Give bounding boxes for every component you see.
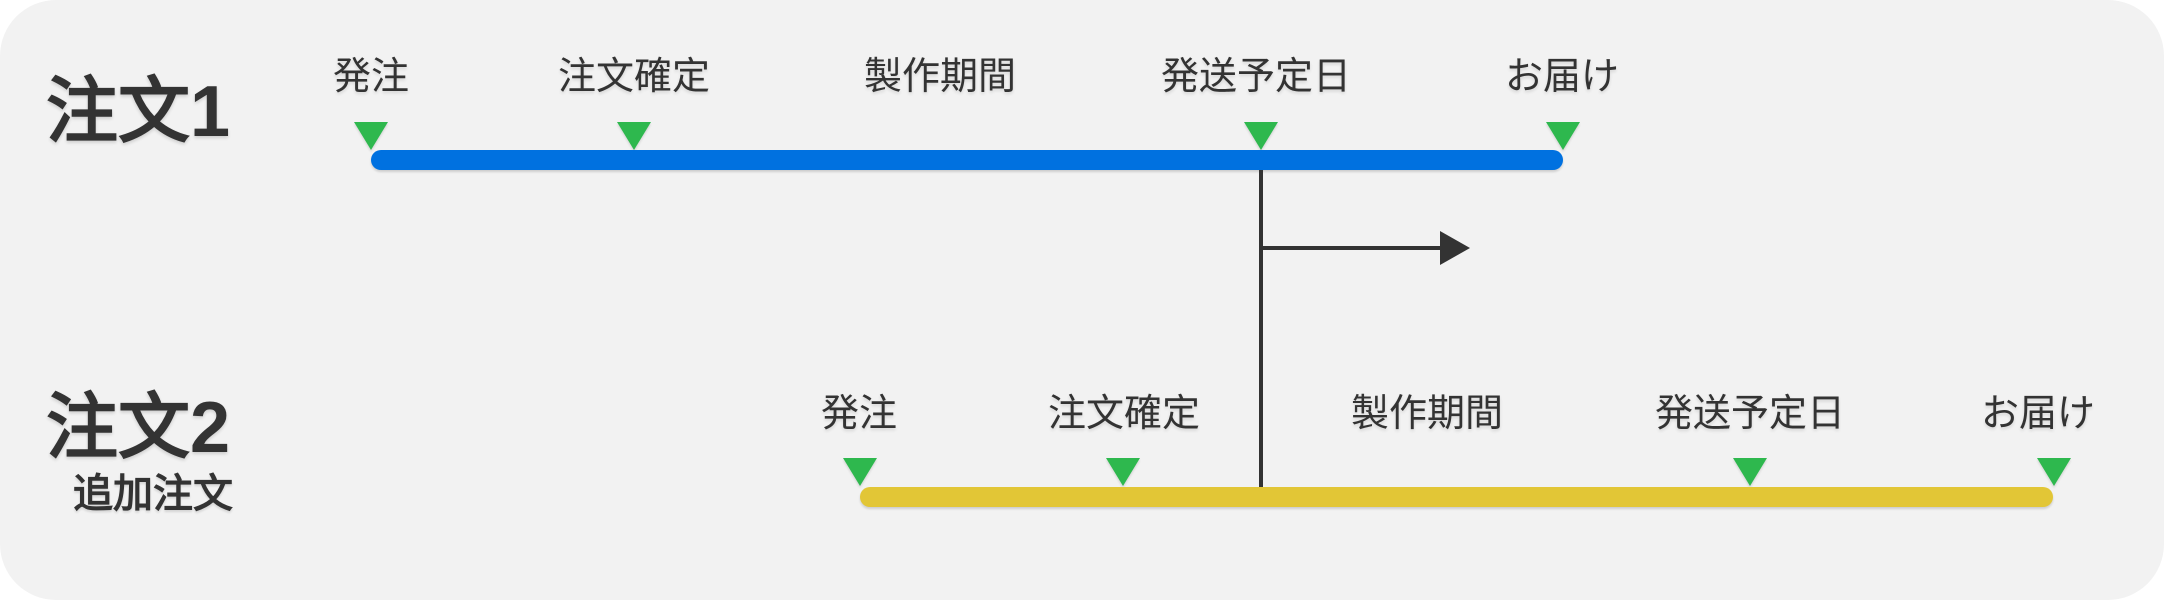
marker-triangle-icon <box>1546 122 1580 150</box>
marker-triangle-icon <box>1733 458 1767 486</box>
t1-milestone-label-order-placed: 発注 <box>332 56 410 98</box>
timeline-2-subtitle: 追加注文 <box>73 472 233 516</box>
t2-milestone-label-order-placed: 発注 <box>820 393 898 435</box>
marker-triangle-icon <box>1106 458 1140 486</box>
marker-triangle-icon <box>354 122 388 150</box>
connector-vertical-line <box>1259 170 1263 507</box>
t2-milestone-label-delivery: お届け <box>1980 393 2096 435</box>
connector-arrowhead-icon <box>1440 231 1470 265</box>
t1-milestone-label-order-confirmed: 注文確定 <box>557 56 711 98</box>
t1-milestone-label-delivery: お届け <box>1504 56 1620 98</box>
timeline-2-title: 注文2 <box>46 388 231 468</box>
timeline-1-title: 注文1 <box>46 72 231 152</box>
marker-triangle-icon <box>2037 458 2071 486</box>
marker-triangle-icon <box>1244 122 1278 150</box>
t2-milestone-label-ship-date: 発送予定日 <box>1654 393 1846 435</box>
timeline-2-bar <box>860 487 2053 507</box>
timeline-1-bar <box>371 150 1563 170</box>
t2-milestone-label-order-confirmed: 注文確定 <box>1047 393 1201 435</box>
marker-triangle-icon <box>843 458 877 486</box>
t1-milestone-label-ship-date: 発送予定日 <box>1160 56 1352 98</box>
marker-triangle-icon <box>617 122 651 150</box>
connector-horizontal-line <box>1261 246 1442 250</box>
t1-milestone-label-production-period: 製作期間 <box>863 56 1017 98</box>
t2-milestone-label-production-period: 製作期間 <box>1350 393 1504 435</box>
